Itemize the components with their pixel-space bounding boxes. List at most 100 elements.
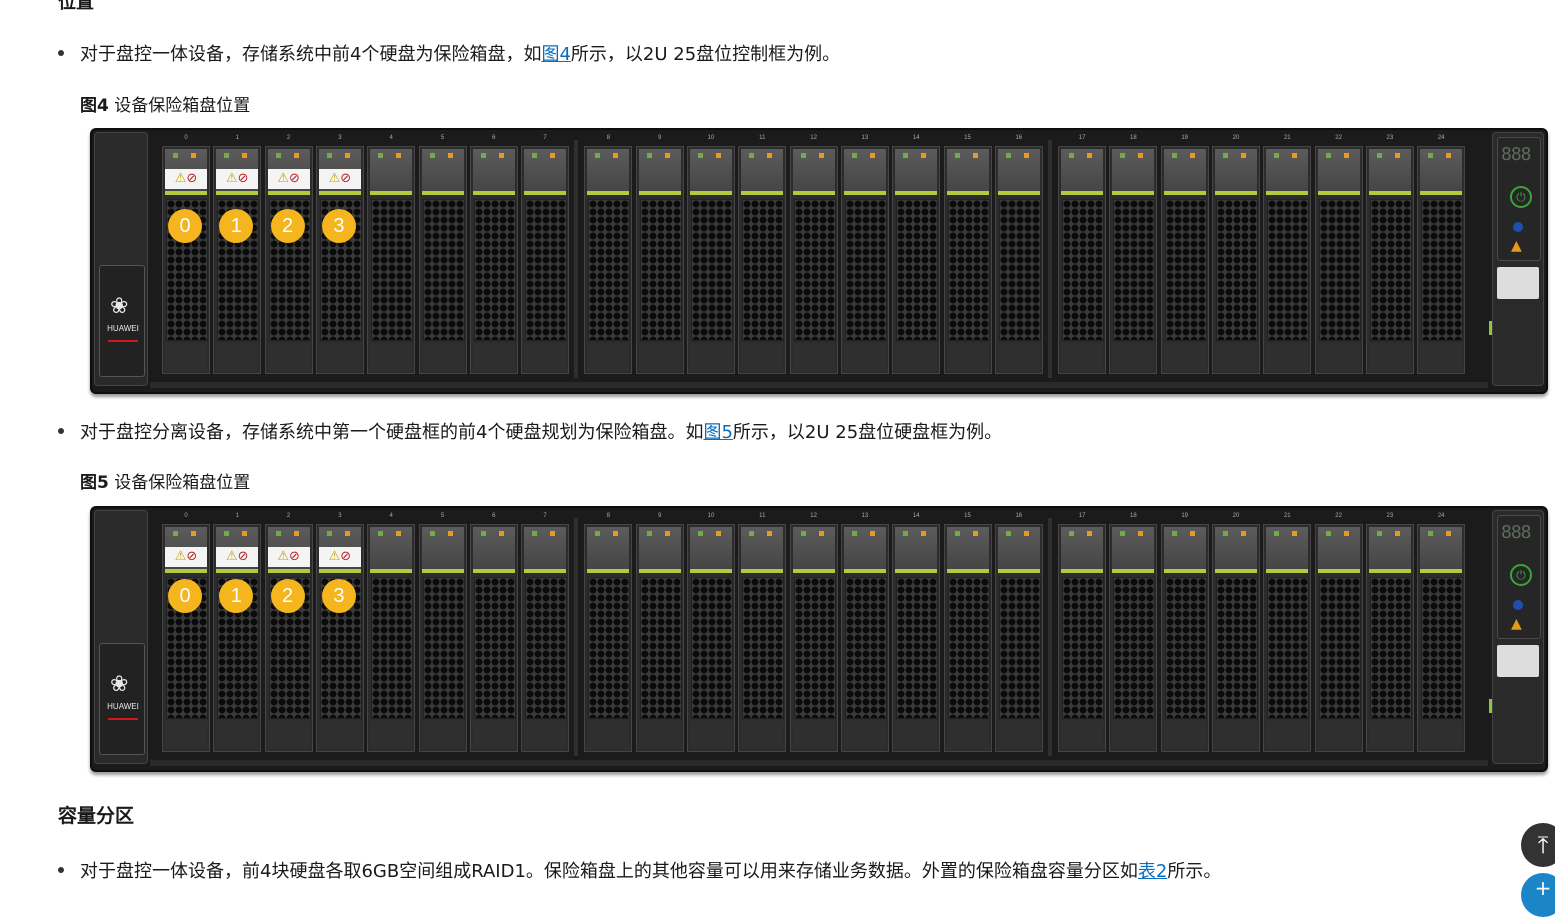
disk-vent-mesh	[371, 577, 414, 719]
back-to-top-button[interactable]: ⤒	[1521, 823, 1555, 867]
disk-handle	[1420, 149, 1463, 193]
disk-status-bar	[1420, 191, 1463, 195]
figure-link[interactable]: 图4	[541, 44, 571, 65]
vault-disk-badge: 3	[321, 209, 356, 243]
section-heading-capacity: 容量分区	[58, 805, 135, 827]
disk-latch	[997, 721, 1040, 749]
slot-number: 22	[1335, 135, 1342, 141]
disk-latch	[997, 343, 1040, 371]
locate-led-icon	[1513, 600, 1523, 610]
slot-number: 5	[440, 135, 445, 141]
disk-bay: 5	[418, 135, 467, 374]
disk-activity-led	[1069, 153, 1075, 158]
disk-activity-led	[1428, 531, 1434, 536]
disk-latch	[524, 343, 567, 371]
figure-caption: 图4 设备保险箱盘位置	[80, 91, 250, 116]
slot-number: 0	[184, 135, 188, 141]
slot-number: 7	[543, 513, 547, 519]
disk-handle	[587, 149, 630, 193]
disk-fault-led	[716, 153, 721, 158]
no-remove-icon: ⊘	[237, 171, 249, 186]
disk-fault-led	[1241, 531, 1246, 536]
disk-fault-led	[1138, 153, 1144, 158]
disk-handle	[1266, 149, 1309, 193]
disk-status-bar	[370, 191, 413, 195]
disk-bay: 19	[1160, 513, 1209, 752]
disk-activity-led	[173, 531, 178, 536]
disk-activity-led	[378, 531, 384, 536]
disk-status-bar	[638, 569, 681, 573]
warning-triangle-icon: ⚠	[328, 549, 341, 564]
disk-activity-led	[480, 153, 486, 158]
disk-bay: 16	[994, 513, 1043, 752]
disk-status-bar	[1163, 191, 1206, 195]
disk-bay: 6	[469, 135, 518, 374]
slot-number: 12	[810, 513, 817, 519]
disk-fault-led	[767, 531, 773, 536]
no-remove-icon: ⊘	[186, 549, 198, 564]
disk-status-bar	[1317, 569, 1360, 573]
disk-activity-led	[646, 531, 652, 536]
disk-latch	[1215, 721, 1257, 749]
disk-activity-led	[1223, 153, 1228, 158]
disk-latch	[638, 343, 681, 371]
disk-status-bar	[638, 191, 681, 195]
disk-bay: 16	[994, 135, 1043, 374]
disk-handle	[895, 527, 938, 571]
disk-handle	[1420, 527, 1463, 571]
disk-handle	[1266, 527, 1309, 571]
disk-vent-mesh	[1421, 577, 1464, 719]
disk-bay: 3⚠⊘3	[315, 135, 364, 374]
figure-link[interactable]: 图5	[703, 422, 733, 443]
disk-status-bar	[792, 191, 835, 195]
disk-latch	[1112, 721, 1155, 749]
disk-activity-led	[173, 153, 178, 158]
brand-red-bar	[108, 340, 138, 342]
slot-number: 4	[389, 135, 393, 141]
slot-number: 3	[338, 135, 342, 141]
disk-latch	[1368, 343, 1411, 371]
disk-vent-mesh	[1267, 577, 1310, 719]
alarm-icon: ▲	[1511, 616, 1522, 632]
disk-fault-led	[191, 531, 196, 536]
slot-number: 8	[606, 513, 611, 519]
disk-fault-led	[396, 153, 402, 158]
disk-latch	[370, 343, 413, 371]
disk-vent-mesh	[947, 577, 990, 719]
disk-bay: 11	[738, 135, 787, 374]
slot-number: 23	[1386, 135, 1394, 141]
slot-number: 11	[759, 513, 766, 519]
disk-bay: 22	[1314, 135, 1363, 374]
disk-handle	[421, 149, 464, 193]
slot-number: 16	[1015, 135, 1023, 141]
disk-latch	[587, 721, 630, 749]
disk-fault-led	[716, 531, 721, 536]
help-button[interactable]: +	[1521, 873, 1555, 917]
disk-fault-led	[447, 531, 453, 536]
disk-latch	[895, 721, 938, 749]
disk-fault-led	[1138, 531, 1144, 536]
disk-latch	[1266, 343, 1309, 371]
disk-activity-led	[595, 153, 601, 158]
disk-status-bar	[1215, 569, 1257, 573]
disk-activity-led	[1223, 531, 1228, 536]
disk-activity-led	[1069, 531, 1075, 536]
disk-status-bar	[997, 191, 1040, 195]
disk-latch	[1061, 721, 1104, 749]
disk-latch	[216, 721, 259, 749]
slot-number: 16	[1015, 513, 1023, 519]
disk-fault-led	[1343, 153, 1349, 158]
disk-status-bar	[421, 569, 464, 573]
disk-status-bar	[1061, 569, 1104, 573]
disk-status-bar	[1317, 191, 1360, 195]
disk-status-bar	[997, 569, 1040, 573]
disk-bay: 5	[418, 513, 467, 752]
disk-handle	[946, 527, 989, 571]
disk-latch	[895, 343, 938, 371]
figure-caption: 图5 设备保险箱盘位置	[80, 468, 250, 493]
table-link[interactable]: 表2	[1137, 861, 1168, 882]
disk-latch	[792, 721, 835, 749]
disk-fault-led	[344, 153, 350, 158]
disk-status-bar	[792, 569, 835, 573]
disk-bay: 20	[1212, 135, 1260, 374]
